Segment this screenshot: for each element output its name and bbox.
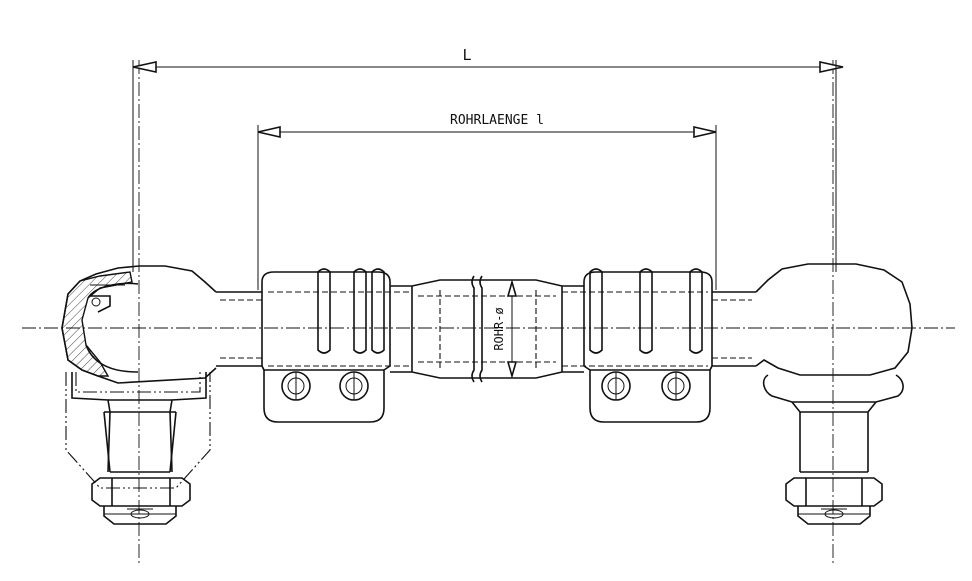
left-clamp — [261, 268, 410, 423]
dimension-label-tube-length: ROHRLAENGE l — [450, 113, 544, 128]
dimension-tube-length: ROHRLAENGE l — [257, 113, 717, 290]
dimension-overall-length: L — [132, 46, 844, 272]
left-ball-joint — [61, 265, 217, 525]
dimension-label-L: L — [462, 46, 471, 64]
center-tube: ROHR-ø — [390, 275, 584, 383]
right-threaded-rod — [712, 291, 756, 367]
right-ball-joint — [755, 263, 913, 525]
right-clamp — [562, 268, 713, 423]
dimension-label-tube-diameter: ROHR-ø — [492, 307, 506, 350]
left-threaded-rod — [216, 291, 262, 367]
